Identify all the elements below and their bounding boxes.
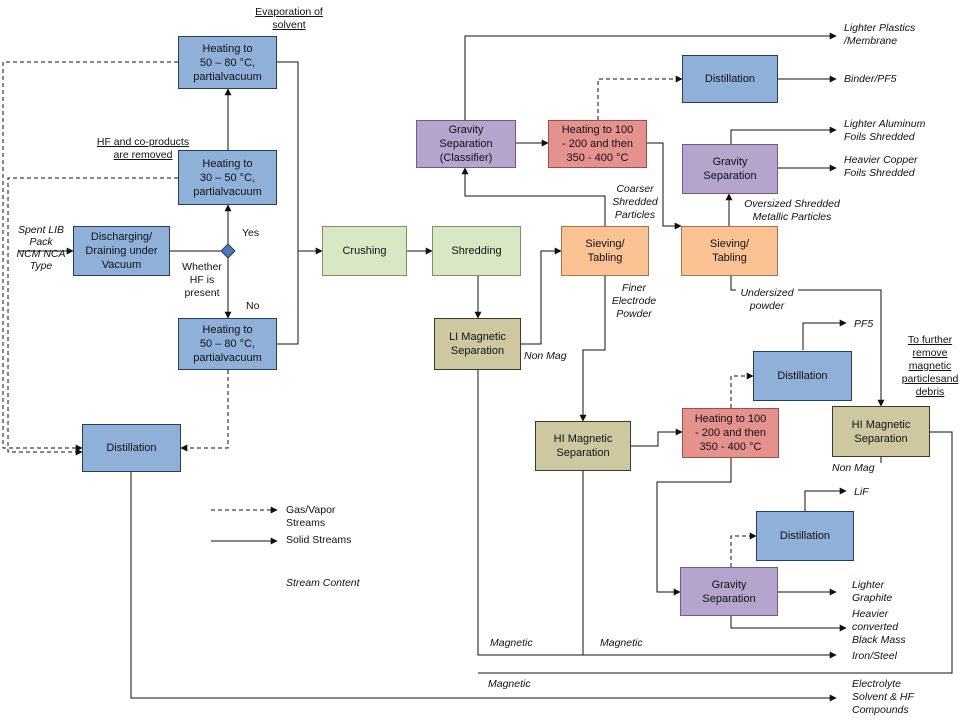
line-topheat-collector: [277, 61, 299, 345]
sieving-tabling-2-box: Sieving/Tabling: [681, 226, 778, 276]
magnetic-1-label: Magnetic: [490, 637, 533, 649]
pf5-output: PF5: [854, 318, 874, 330]
stream-content-label: Stream Content: [286, 577, 360, 589]
arrow-gravity-to-plastics: [464, 32, 837, 120]
arrow-himag1-to-heating: [631, 428, 683, 447]
arrow-heating-to-gravity: [656, 458, 732, 596]
arrow-heating-to-sieving2: [647, 142, 682, 230]
lighter-plastics-output: Lighter Plastics/Membrane: [844, 22, 916, 47]
line-himag2-magnetic: [478, 431, 953, 674]
crushing-box: Crushing: [322, 226, 407, 276]
lif-output: LiF: [854, 486, 869, 498]
arrow-sieving1-to-gravity: [461, 167, 606, 226]
arrow-distillation-to-electrolyte: [130, 472, 837, 702]
distillation-binder-box: Distillation: [682, 55, 778, 103]
arrow-undersized-to-himag2: [730, 276, 885, 407]
sieving-tabling-1-box: Sieving/Tabling: [561, 226, 649, 276]
no-label: No: [246, 300, 260, 312]
magnetic-2-label: Magnetic: [600, 637, 643, 649]
gas-midheat-to-distillation: [7, 177, 178, 456]
gas-gravity-to-lif-distillation: [730, 532, 757, 567]
arrow-gravity-to-blackmass: [730, 616, 847, 632]
iron-steel-output: Iron/Steel: [852, 650, 897, 662]
arrow-distillation-to-lif: [804, 487, 847, 511]
arrow-gravity-to-aluminum: [730, 126, 837, 144]
arrow-limag-magnetic: [477, 370, 837, 659]
gas-heating-to-pf5-distillation: [730, 372, 754, 408]
decision-diamond: [220, 243, 236, 259]
gas-topheat-to-distillation: [2, 61, 178, 452]
gas-bottomheat-to-distillation: [180, 370, 229, 452]
yes-label: Yes: [242, 227, 260, 239]
non-mag-2-label: Non Mag: [832, 462, 875, 474]
legend-solid-label: Solid Streams: [286, 534, 352, 546]
distillation-main-box: Distillation: [82, 424, 181, 472]
shredding-box: Shredding: [432, 226, 521, 276]
non-mag-1-label: Non Mag: [524, 350, 567, 362]
magnetic-3-label: Magnetic: [488, 678, 531, 690]
distillation-pf5-box: Distillation: [753, 351, 852, 401]
binder-pf5-output: Binder/PF5: [844, 73, 897, 85]
arrow-limag-to-sieving1: [521, 247, 562, 345]
distillation-lif-box: Distillation: [756, 511, 854, 561]
gas-heating-to-binder-distillation: [597, 75, 683, 120]
arrow-distillation-to-pf5: [802, 319, 847, 350]
arrow-finer-to-himag1: [579, 276, 606, 422]
